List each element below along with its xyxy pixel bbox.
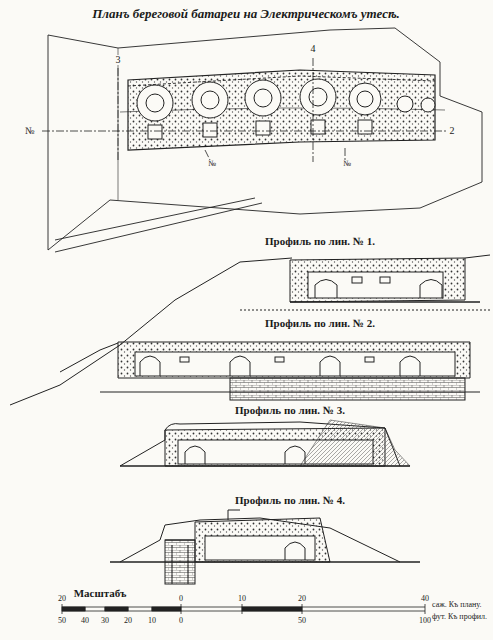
section-number: 3 [115, 55, 122, 65]
scale-number: 10 [148, 617, 156, 625]
scale-number: 50 [298, 617, 306, 625]
profile-heading: Профиль по лин. № 4. [235, 495, 345, 506]
section-mark: № [342, 160, 352, 168]
scale-number: 0 [179, 595, 183, 603]
section-number: 4 [310, 44, 317, 54]
scale-number: 0 [179, 617, 183, 625]
scale-number: 20 [58, 595, 66, 603]
section-number: 2 [449, 126, 456, 136]
scale-heading: Масштабъ [74, 588, 127, 599]
scale-number: 40 [81, 617, 89, 625]
section-mark: № [207, 160, 217, 168]
scale-unit: фут. Къ профил. [432, 613, 487, 621]
profile-heading: Профиль по лин. № 2. [265, 318, 375, 329]
profile-heading: Профиль по лин. № 1. [265, 236, 375, 247]
section-mark: № [24, 126, 36, 136]
profile-heading: Профиль по лин. № 3. [235, 405, 345, 416]
scale-number: 30 [101, 617, 109, 625]
scale-number: 20 [124, 617, 132, 625]
scale-number: 10 [238, 595, 246, 603]
scale-number: 50 [58, 617, 66, 625]
scale-number: 100 [419, 617, 431, 625]
scale-unit: саж. Къ плану. [432, 601, 482, 609]
drawing-title: Планъ береговой батареи на Электрическом… [92, 7, 400, 20]
scale-number: 20 [298, 595, 306, 603]
scale-number: 40 [421, 595, 429, 603]
